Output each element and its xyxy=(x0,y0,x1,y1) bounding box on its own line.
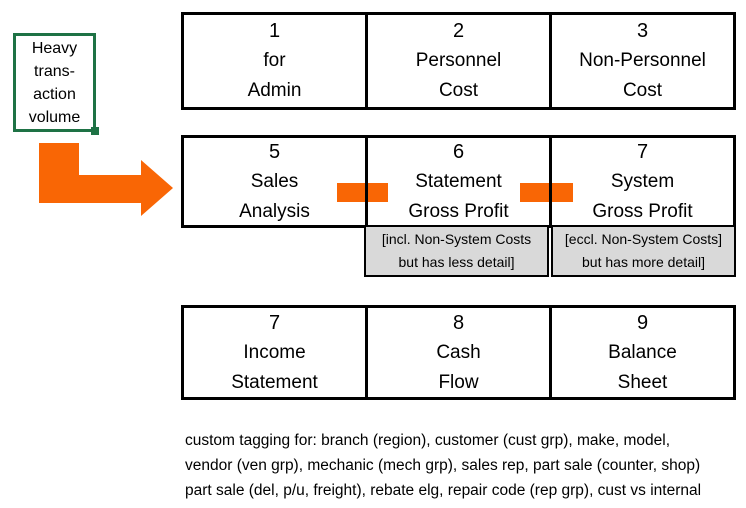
box-label: Sheet xyxy=(617,371,668,393)
box-number: 7 xyxy=(268,311,281,334)
callout-text-line: volume xyxy=(28,108,81,126)
box-6-statement-gross-profit[interactable]: 6 Statement Gross Profit xyxy=(365,135,552,228)
note-text-line: [incl. Non-System Costs xyxy=(381,231,532,247)
box-label: Gross Profit xyxy=(592,200,693,222)
box-label: Statement xyxy=(415,170,502,192)
footer-text-line: custom tagging for: branch (region), cus… xyxy=(185,432,671,449)
box-7-income-statement[interactable]: 7 Income Statement xyxy=(181,305,368,400)
footer-text-line: part sale (del, p/u, freight), rebate el… xyxy=(185,482,702,499)
box-number: 9 xyxy=(636,311,649,334)
box-label: Personnel xyxy=(415,50,502,71)
box-label: Cost xyxy=(622,80,663,101)
callout-text-line: Heavy xyxy=(31,39,78,57)
box-label: System xyxy=(610,170,675,192)
note-text-line: but has less detail] xyxy=(398,254,515,270)
box-label: Non-Personnel xyxy=(579,50,706,71)
note-text-line: but has more detail] xyxy=(582,254,705,270)
connector-box5-box6[interactable] xyxy=(337,183,388,202)
bent-right-arrow-icon[interactable] xyxy=(36,140,176,220)
box-5-sales-analysis[interactable]: 5 Sales Analysis xyxy=(181,135,368,228)
box-number: 2 xyxy=(452,20,465,42)
box-number: 7 xyxy=(636,140,649,163)
connector-box6-box7[interactable] xyxy=(520,183,573,202)
custom-tagging-paragraph: custom tagging for: branch (region), cus… xyxy=(185,428,701,503)
selection-handle-icon[interactable] xyxy=(91,127,99,135)
box-label: for xyxy=(263,50,286,71)
note-text-line: [eccl. Non-System Costs] xyxy=(564,231,723,247)
box-number: 6 xyxy=(452,140,465,163)
box-8-cash-flow[interactable]: 8 Cash Flow xyxy=(365,305,552,400)
box-number: 5 xyxy=(268,140,281,163)
box-label: Analysis xyxy=(239,200,310,222)
box-7-system-gross-profit[interactable]: 7 System Gross Profit xyxy=(549,135,736,228)
callout-text-line: trans- xyxy=(34,62,75,80)
box-3-non-personnel-cost[interactable]: 3 Non-Personnel Cost xyxy=(549,12,736,110)
box-label: Flow xyxy=(438,371,479,393)
box-label: Gross Profit xyxy=(408,200,509,222)
box-9-balance-sheet[interactable]: 9 Balance Sheet xyxy=(549,305,736,400)
heavy-transaction-volume-box[interactable]: Heavy trans- action volume xyxy=(13,33,99,135)
grid-row-1: 1 for Admin 2 Personnel Cost 3 Non-Perso… xyxy=(181,12,736,110)
box-number: 8 xyxy=(452,311,465,334)
grid-row-2: 5 Sales Analysis 6 Statement Gross Profi… xyxy=(181,135,736,228)
box-number: 3 xyxy=(636,20,649,42)
box-label: Admin xyxy=(247,80,302,101)
note-statement-gross-profit[interactable]: [incl. Non-System Costs but has less det… xyxy=(364,225,549,277)
grid-row-3: 7 Income Statement 8 Cash Flow 9 Balance… xyxy=(181,305,736,400)
box-label: Income xyxy=(243,341,306,363)
box-label: Statement xyxy=(231,371,318,393)
box-label: Balance xyxy=(608,341,677,363)
box-label: Cost xyxy=(438,80,479,101)
box-label: Cash xyxy=(436,341,481,363)
note-system-gross-profit[interactable]: [eccl. Non-System Costs] but has more de… xyxy=(551,225,736,277)
box-number: 1 xyxy=(268,20,281,42)
box-label: Sales xyxy=(250,170,299,192)
box-2-personnel-cost[interactable]: 2 Personnel Cost xyxy=(365,12,552,110)
box-1-for-admin[interactable]: 1 for Admin xyxy=(181,12,368,110)
callout-text-line: action xyxy=(33,85,76,103)
footer-text-line: vendor (ven grp), mechanic (mech grp), s… xyxy=(185,457,701,474)
